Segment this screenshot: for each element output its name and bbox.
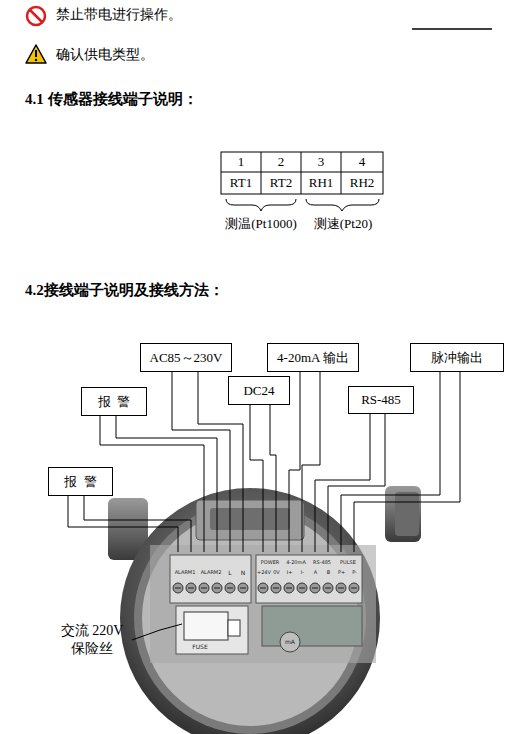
screw-slot — [351, 588, 357, 589]
table-cell: RT1 — [221, 175, 261, 191]
callout-text: 报 警 — [98, 393, 131, 411]
screw-slot — [240, 588, 246, 589]
terminal-label: L — [224, 569, 236, 576]
callout-box: 4-20mA 输出 — [267, 343, 359, 372]
warning-icon — [26, 45, 46, 63]
sensor-note: 测速(Pt20) — [297, 216, 389, 232]
terminal-screw — [336, 583, 346, 593]
terminal-block — [170, 555, 362, 652]
callout-text: AC85～230V — [150, 349, 223, 367]
sensor-note: 测温(Pt1000) — [211, 216, 311, 232]
terminal-screw — [173, 583, 359, 593]
terminal-label: 0V — [270, 569, 283, 575]
rule — [412, 28, 492, 30]
warning-text: 确认供电类型。 — [56, 47, 154, 64]
terminal-screw — [186, 583, 196, 593]
table-cell: RT2 — [261, 175, 301, 191]
callout-text: DC24 — [243, 383, 274, 399]
table-cell: RH2 — [341, 175, 383, 191]
meter-mark: mA — [280, 638, 300, 645]
screw-slot — [175, 588, 181, 589]
screw-slot — [338, 588, 344, 589]
table-cell: 2 — [261, 154, 301, 170]
warning-text: 禁止带电进行操作。 — [56, 7, 182, 24]
callout-box: 报 警 — [48, 467, 113, 496]
terminal-label: N — [237, 569, 249, 576]
terminal-label: PULSE — [335, 559, 361, 565]
callout-text: 脉冲输出 — [431, 349, 483, 367]
table-cell: 1 — [221, 154, 261, 170]
terminal-label: B — [322, 569, 335, 575]
prohibit-icon — [27, 7, 45, 25]
table-grid — [221, 152, 383, 194]
terminal-label: POWER — [257, 559, 283, 565]
screw-slot — [286, 588, 292, 589]
terminal-screw — [284, 583, 294, 593]
terminal-screw — [310, 583, 320, 593]
terminal-screw — [199, 583, 209, 593]
terminal-label: P- — [348, 569, 361, 575]
callout-box: RS-485 — [348, 386, 414, 414]
fuse-label: 交流 220V 保险丝 — [54, 622, 130, 657]
callout-box: AC85～230V — [140, 343, 232, 372]
callout-box: DC24 — [228, 376, 290, 405]
terminal-label: I- — [296, 569, 309, 575]
screw-slot — [299, 588, 305, 589]
terminal-screw — [258, 583, 268, 593]
screw-slot — [227, 588, 233, 589]
terminal-screw — [297, 583, 307, 593]
terminal-label: 4-20mA — [283, 559, 309, 565]
terminal-screw — [323, 583, 333, 593]
screw-slot — [325, 588, 331, 589]
callout-text: 4-20mA 输出 — [277, 349, 349, 367]
brace — [226, 199, 379, 211]
terminal-label: RS-485 — [309, 559, 335, 565]
screw-slot — [273, 588, 279, 589]
terminal-label: P+ — [335, 569, 348, 575]
callout-box: 报 警 — [81, 387, 147, 416]
fuse-holder — [176, 606, 248, 654]
callout-text: RS-485 — [361, 392, 401, 408]
screw-slot — [188, 588, 194, 589]
table-cell: RH1 — [301, 175, 341, 191]
terminal-label: A — [309, 569, 322, 575]
section-heading: 4.1 传感器接线端子说明： — [25, 90, 198, 108]
callout-box: 脉冲输出 — [410, 343, 504, 372]
screw-slot — [214, 588, 220, 589]
leader-line — [68, 372, 460, 640]
terminal-screw — [238, 583, 248, 593]
screw-slot — [201, 588, 207, 589]
screw-slot — [312, 588, 318, 589]
table-cell: 3 — [301, 154, 341, 170]
terminal-screw — [212, 583, 222, 593]
callout-text: 报 警 — [64, 473, 97, 491]
terminal-label: I+ — [283, 569, 296, 575]
terminal-screw — [225, 583, 235, 593]
section-heading: 4.2接线端子说明及接线方法： — [25, 281, 224, 299]
terminal-label: ALARM2 — [198, 569, 224, 575]
terminal-screw — [349, 583, 359, 593]
housing — [108, 486, 421, 734]
terminal-label: ALARM1 — [172, 569, 198, 575]
terminal-label: +24V — [257, 569, 270, 575]
fuse-mark: FUSE — [180, 643, 220, 650]
table-cell: 4 — [341, 154, 383, 170]
screw-slot — [260, 588, 266, 589]
terminal-screw — [271, 583, 281, 593]
terminal-screw — [173, 583, 183, 593]
